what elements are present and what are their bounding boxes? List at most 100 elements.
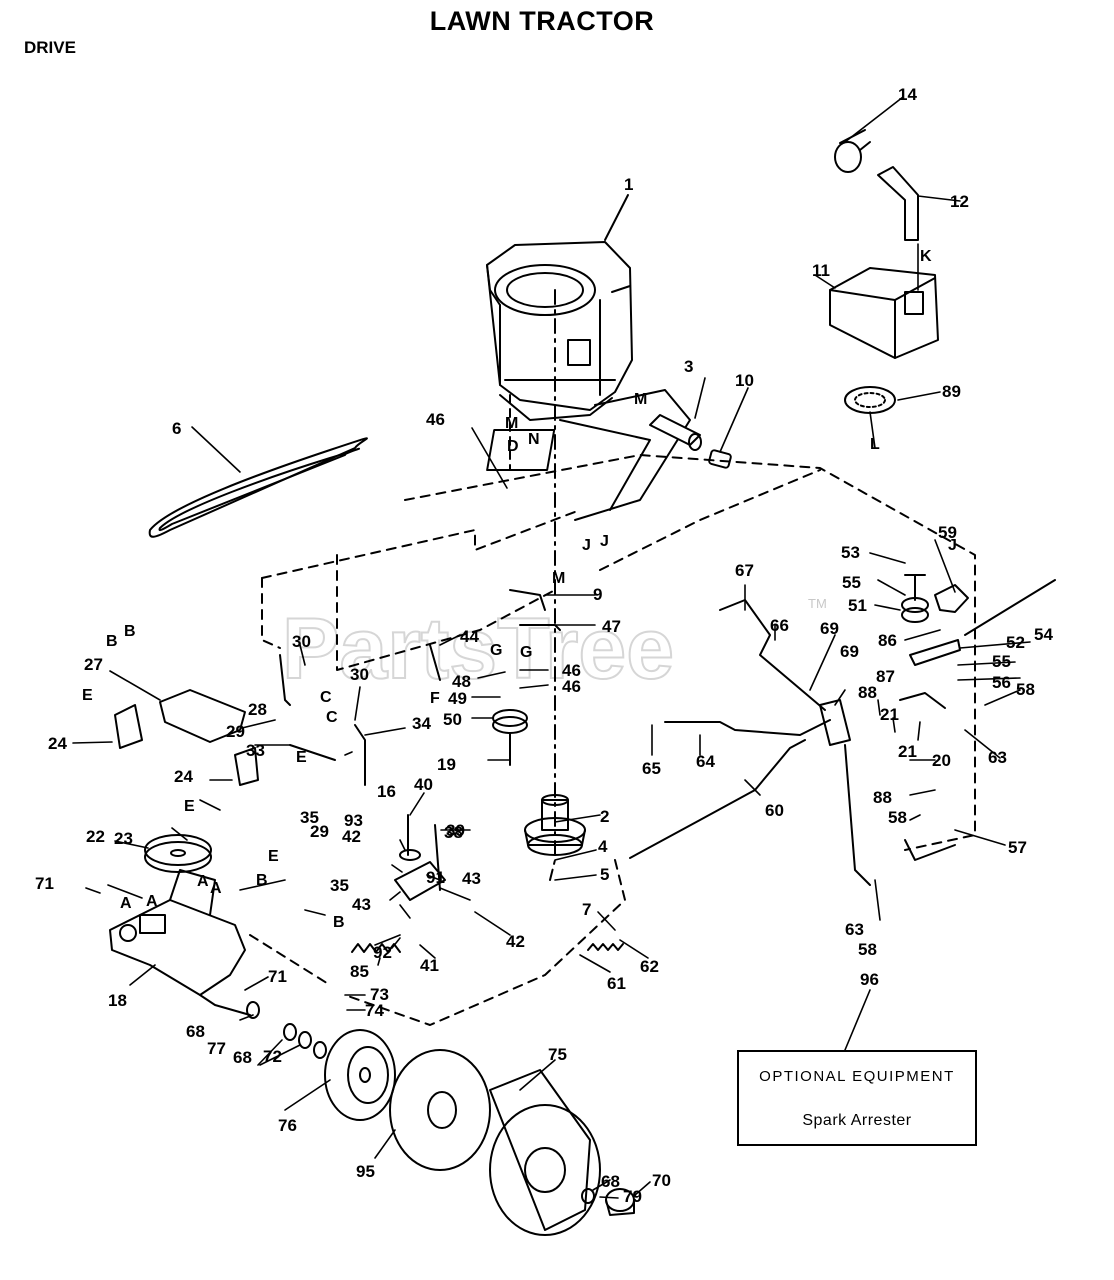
- wheel-hub: [324, 1029, 396, 1121]
- part-number-label: 35: [330, 876, 349, 895]
- part-number-label: 51: [848, 596, 867, 615]
- part-number-label: 4: [598, 837, 608, 856]
- washer: [246, 1001, 260, 1019]
- link-9: [509, 589, 546, 611]
- part-number-label: 2: [600, 807, 609, 826]
- bolt: [904, 574, 926, 601]
- idler-pulley: [492, 709, 528, 766]
- pto-shaft: [649, 414, 702, 451]
- part-number-label: 52: [1006, 633, 1025, 652]
- part-number-label: 42: [342, 827, 361, 846]
- part-number-label: 77: [207, 1039, 226, 1058]
- part-number-label: 7: [582, 900, 591, 919]
- part-number-label: 1: [624, 175, 633, 194]
- part-number-label: 68: [186, 1022, 205, 1041]
- part-number-label: 55: [992, 652, 1011, 671]
- drive-belt: [148, 437, 368, 538]
- reference-letter-label: E: [268, 848, 279, 865]
- reference-letter-label: J: [600, 533, 609, 550]
- path-line: [344, 859, 626, 1026]
- part-number-label: 95: [356, 1162, 375, 1181]
- reference-letter-label: C: [320, 689, 332, 706]
- shift-plate: [159, 689, 246, 743]
- part-number-label: 60: [765, 801, 784, 820]
- reference-letter-label: C: [326, 709, 338, 726]
- washer: [298, 1031, 312, 1049]
- frame-outline: [261, 577, 281, 649]
- rod: [279, 654, 291, 706]
- part-number-label: 46: [562, 677, 581, 696]
- wheel-rim: [389, 1049, 491, 1171]
- part-number-label: 30: [350, 665, 369, 684]
- linkage-rod: [629, 739, 806, 859]
- part-number-label: 96: [860, 970, 879, 989]
- part-number-label: 28: [248, 700, 267, 719]
- part-number-label: 47: [602, 617, 621, 636]
- tire: [489, 1069, 601, 1236]
- exhaust-pipe: [877, 166, 919, 241]
- part-number-label: 11: [812, 261, 830, 280]
- part-number-label: 88: [873, 788, 892, 807]
- reference-letter-label: J: [582, 537, 591, 554]
- part-number-label: 71: [35, 874, 54, 893]
- part-number-label: 10: [735, 371, 754, 390]
- frame-outline: [599, 469, 821, 571]
- transaxle: [109, 869, 251, 1016]
- reference-letter-label: M: [552, 570, 565, 587]
- reference-letter-label: M: [505, 415, 518, 432]
- reference-letter-label: G: [490, 642, 502, 659]
- reference-letter-label: N: [528, 431, 540, 448]
- engine: [486, 241, 633, 421]
- spring: [351, 943, 401, 953]
- part-number-label: 38: [444, 823, 463, 842]
- part-number-label: 9: [593, 585, 602, 604]
- part-number-label: 21: [898, 742, 917, 761]
- reference-letter-label: L: [870, 436, 880, 453]
- part-number-label: 12: [950, 192, 969, 211]
- watermark-trademark: TM: [808, 596, 827, 611]
- part-number-label: 27: [84, 655, 103, 674]
- page-title: LAWN TRACTOR: [429, 6, 655, 36]
- part-number-label: 22: [86, 827, 105, 846]
- rod: [289, 744, 336, 761]
- part-number-label: 63: [988, 748, 1007, 767]
- part-number-label: 76: [278, 1116, 297, 1135]
- part-number-label: 53: [841, 543, 860, 562]
- reference-letter-label: B: [333, 914, 345, 931]
- part-number-label: 59: [938, 523, 957, 542]
- part-number-label: 43: [462, 869, 481, 888]
- part-number-label: 70: [652, 1171, 671, 1190]
- part-number-label: 14: [898, 85, 917, 104]
- bracket-44: [429, 644, 441, 681]
- part-number-label: 35: [300, 808, 319, 827]
- part-number-label: 92: [373, 943, 392, 962]
- part-number-label: 16: [377, 782, 396, 801]
- part-number-label: 58: [1016, 680, 1035, 699]
- optional-equipment-heading: OPTIONAL EQUIPMENT: [759, 1068, 955, 1085]
- part-number-label: 29: [226, 722, 245, 741]
- pedal-bracket: [819, 699, 851, 746]
- part-number-label: 40: [414, 775, 433, 794]
- optional-equipment-item: Spark Arrester: [802, 1112, 912, 1129]
- reference-letter-label: F: [430, 690, 440, 707]
- part-number-label: 5: [600, 865, 609, 884]
- part-number-label: 91: [426, 868, 445, 887]
- reference-letter-label: E: [184, 798, 195, 815]
- part-number-label: 89: [942, 382, 961, 401]
- watermark: PartsTree: [282, 601, 674, 697]
- part-number-label: 69: [820, 619, 839, 638]
- part-number-label: 55: [842, 573, 861, 592]
- washer: [901, 607, 929, 623]
- reference-letter-label: B: [256, 872, 268, 889]
- reference-letter-label: A: [146, 893, 158, 910]
- pedal-rod: [719, 599, 826, 711]
- part-number-label: 49: [448, 689, 467, 708]
- part-number-label: 39: [446, 821, 465, 840]
- part-number-label: 24: [174, 767, 193, 786]
- arm-52: [909, 639, 961, 666]
- part-number-label: 73: [370, 985, 389, 1004]
- part-number-label: 85: [350, 962, 369, 981]
- reference-letter-label: A: [120, 895, 132, 912]
- callout-leaders: [72, 96, 1031, 1199]
